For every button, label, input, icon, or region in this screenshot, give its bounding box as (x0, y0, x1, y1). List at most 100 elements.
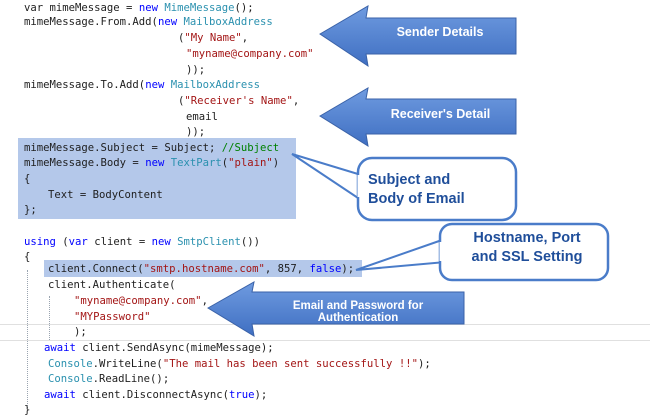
code-line-3: ("My Name", (178, 30, 248, 46)
string-literal: "Receiver's Name" (184, 95, 293, 107)
code-text: client.DisconnectAsync( (82, 389, 229, 401)
auth-arrow (207, 281, 465, 337)
code-text: { (24, 251, 31, 263)
code-line-12: { (24, 171, 30, 187)
subject-body-callout (291, 153, 518, 222)
code-text: client = (94, 236, 152, 248)
subject-body-callout-text: Subject and Body of Email (368, 171, 465, 209)
code-line-26: } (24, 402, 30, 418)
subject-body-line-1: Subject and (368, 172, 451, 188)
string-literal: "plain" (228, 157, 273, 169)
code-line-20: "MYPassword" (74, 309, 151, 325)
code-line-25: await client.DisconnectAsync(true); (44, 387, 267, 403)
code-line-10: mimeMessage.Subject = Subject; //Subject (24, 140, 279, 156)
code-line-23: Console.WriteLine("The mail has been sen… (48, 356, 431, 372)
keyword: using (24, 236, 63, 248)
code-line-15: using (var client = new SmtpClient()) (24, 234, 260, 250)
code-text: ()) (240, 236, 261, 248)
auth-label: Email and Password for Authentication (292, 300, 424, 324)
hostname-callout-text: Hostname, Port and SSL Setting (452, 229, 602, 267)
receiver-detail-label: Receiver's Detail (390, 107, 491, 121)
code-line-16: { (24, 249, 30, 265)
code-text: ); (341, 263, 355, 275)
string-literal: "smtp.hostname.com" (143, 263, 265, 275)
code-text: ); (254, 389, 268, 401)
keyword: var (68, 236, 95, 248)
type-name: MailboxAddress (183, 16, 273, 28)
keyword: new (145, 157, 171, 169)
code-text: , 857, (264, 263, 310, 275)
hostname-callout (355, 222, 610, 282)
code-line-14: }; (24, 202, 37, 218)
code-line-7: ("Receiver's Name", (178, 93, 299, 109)
code-line-8: email (186, 109, 218, 125)
keyword: new (138, 2, 165, 14)
code-text: client.SendAsync(mimeMessage); (82, 342, 274, 354)
hostname-line-2: and SSL Setting (471, 249, 583, 265)
code-text: { (24, 173, 31, 185)
string-literal: "MYPassword" (74, 311, 151, 323)
code-text: .WriteLine( (92, 358, 163, 370)
code-text: Text = BodyContent (48, 189, 163, 201)
comment: //Subject (221, 142, 280, 154)
receiver-detail-arrow (319, 87, 517, 148)
hostname-line-1: Hostname, Port (473, 230, 581, 246)
code-line-19: "myname@company.com", (74, 293, 208, 309)
code-text: .ReadLine(); (92, 373, 170, 385)
code-text: , (241, 32, 249, 44)
code-text: ( (62, 236, 69, 248)
type-name: TextPart (170, 157, 222, 169)
code-text: ); (417, 358, 431, 370)
keyword: new (157, 16, 184, 28)
code-text: ) (272, 157, 280, 169)
code-text: ( (221, 157, 229, 169)
code-text: email (186, 111, 218, 123)
subject-body-line-2: Body of Email (368, 191, 465, 207)
sender-details-label: Sender Details (396, 25, 484, 39)
keyword: new (151, 236, 178, 248)
code-text: }; (24, 204, 37, 216)
code-text: )); (186, 126, 206, 138)
keyword: await (44, 342, 83, 354)
code-line-1: var mimeMessage = new MimeMessage(); (24, 0, 254, 16)
code-line-24: Console.ReadLine(); (48, 371, 169, 387)
string-literal: "The mail has been sent successfully !!" (162, 358, 418, 370)
code-text: (); (234, 2, 254, 14)
sender-details-arrow (319, 5, 517, 68)
code-line-13: Text = BodyContent (48, 187, 163, 203)
type-name: SmtpClient (177, 236, 241, 248)
code-line-9: )); (186, 124, 205, 140)
code-text: mimeMessage.To.Add( (24, 79, 146, 91)
type-name: MimeMessage (164, 2, 235, 14)
code-text: client.Connect( (48, 263, 144, 275)
keyword: await (44, 389, 83, 401)
code-line-2: mimeMessage.From.Add(new MailboxAddress (24, 14, 273, 30)
string-literal: "myname@company.com" (74, 295, 202, 307)
subject-body-highlight (18, 138, 296, 219)
code-text: client.Authenticate( (48, 279, 176, 291)
indent-guide (49, 296, 50, 340)
code-line-17: client.Connect("smtp.hostname.com", 857,… (48, 261, 354, 277)
type-name: Console (48, 373, 93, 385)
code-text: } (24, 404, 31, 416)
code-line-4: "myname@company.com" (186, 46, 314, 62)
code-text: )); (186, 64, 206, 76)
code-text: mimeMessage.Subject = Subject; (24, 142, 222, 154)
string-literal: "myname@company.com" (186, 48, 314, 60)
code-text: mimeMessage.Body = (24, 157, 146, 169)
type-name: MailboxAddress (170, 79, 260, 91)
code-text: ( (178, 95, 185, 107)
string-literal: "My Name" (184, 32, 242, 44)
connect-line-highlight (44, 260, 362, 277)
code-line-6: mimeMessage.To.Add(new MailboxAddress (24, 77, 260, 93)
code-text: ( (178, 32, 185, 44)
code-text: , (201, 295, 208, 307)
code-text: ); (74, 326, 87, 338)
keyword: false (309, 263, 342, 275)
code-line-18: client.Authenticate( (48, 277, 176, 293)
code-line-21: ); (74, 324, 87, 340)
keyword: new (145, 79, 171, 91)
keyword: true (228, 389, 255, 401)
code-line-5: )); (186, 62, 205, 78)
